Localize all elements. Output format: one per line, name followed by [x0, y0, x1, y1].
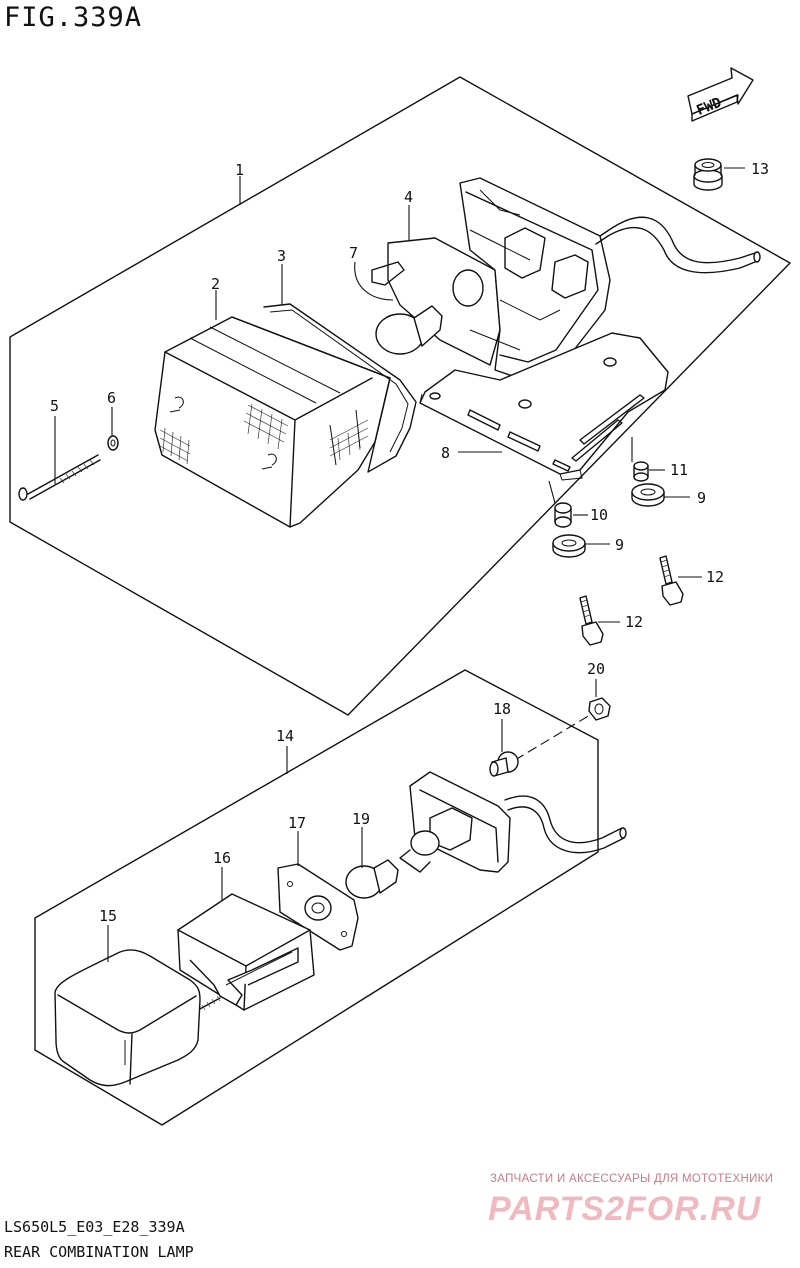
callout-11: 11: [670, 461, 688, 479]
part-12-bolt-lower: [579, 595, 604, 646]
part-5-screw: [18, 454, 101, 501]
callout-7: 7: [349, 244, 358, 262]
callout-5: 5: [50, 397, 59, 415]
part-13-grommet: [693, 158, 723, 191]
group-1-frame: [9, 76, 791, 716]
part-8-plate: [419, 332, 669, 481]
part-7-bulb: [371, 261, 443, 355]
callout-14: 14: [276, 727, 294, 745]
part-9-grommet-upper: [631, 483, 665, 507]
callout-10: 10: [590, 506, 608, 524]
part-20-nut: [588, 697, 611, 721]
fwd-arrow-icon: FWD: [687, 67, 754, 122]
watermark-tagline: ЗАПЧАСТИ И АКСЕССУАРЫ ДЛЯ МОТОТЕХНИКИ: [490, 1173, 774, 1185]
part-19-bulb: [345, 859, 399, 899]
part-18-collar: [489, 751, 519, 777]
part-6-washer: [107, 435, 119, 451]
callout-9-lower: 9: [615, 536, 624, 554]
callout-1: 1: [235, 161, 244, 179]
part-11-spacer: [633, 461, 649, 482]
watermark-brand: PARTS2FOR.RU: [488, 1190, 762, 1228]
diagram-code: LS650L5_E03_E28_339A: [4, 1218, 185, 1236]
part-4-housing: [387, 177, 761, 383]
leader-lines: [54, 167, 745, 962]
callout-17: 17: [288, 814, 306, 832]
part-9-grommet-lower: [552, 534, 586, 558]
callout-9-upper: 9: [697, 489, 706, 507]
callout-2: 2: [211, 275, 220, 293]
callout-6: 6: [107, 389, 116, 407]
part-15-lens: [54, 949, 201, 1087]
callout-13: 13: [751, 160, 769, 178]
callout-12-lower: 12: [625, 613, 643, 631]
part-10-spacer: [554, 502, 572, 528]
part-2-lens: [154, 316, 391, 528]
callout-3: 3: [277, 247, 286, 265]
callout-20: 20: [587, 660, 605, 678]
callout-18: 18: [493, 700, 511, 718]
callout-4: 4: [404, 188, 413, 206]
callout-15: 15: [99, 907, 117, 925]
part-16-housing: [177, 893, 315, 1011]
callout-19: 19: [352, 810, 370, 828]
callout-16: 16: [213, 849, 231, 867]
diagram-name: REAR COMBINATION LAMP: [4, 1243, 194, 1261]
callout-8: 8: [441, 444, 450, 462]
part-12-bolt-upper: [659, 555, 684, 606]
callout-12-upper: 12: [706, 568, 724, 586]
figure-title: FIG.339A: [4, 2, 143, 33]
group-14-frame: [34, 669, 599, 1126]
part-17-gasket: [277, 863, 359, 951]
part-14-base: [399, 771, 627, 873]
part-3-gasket: [231, 303, 417, 473]
